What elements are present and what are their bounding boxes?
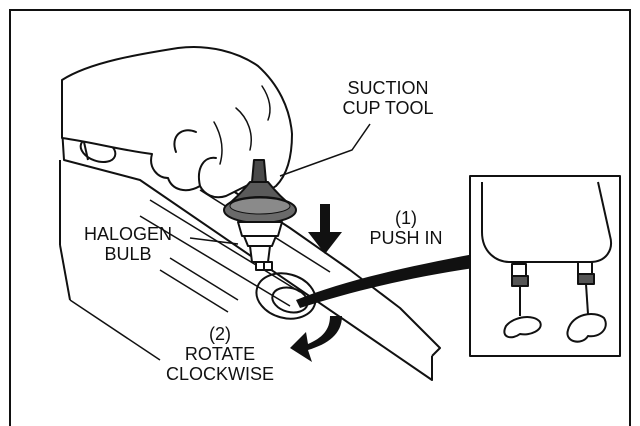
- clockwise-arrow-icon: [290, 316, 342, 362]
- suction-cup-tool-icon: [223, 159, 297, 224]
- halogen-bulb-label: HALOGEN BULB: [58, 224, 198, 264]
- suction-label-line2: CUP TOOL: [342, 98, 434, 118]
- hand-icon: [61, 45, 293, 199]
- halogen-label-line2: BULB: [104, 244, 152, 264]
- diagram-frame: [9, 9, 631, 426]
- halogen-label-line1: HALOGEN: [83, 224, 173, 244]
- down-arrow-icon: [308, 204, 342, 254]
- rotate-step-number: (2): [209, 324, 231, 344]
- rotate-step-text2: CLOCKWISE: [165, 364, 275, 384]
- suction-cup-tool-label: SUCTION CUP TOOL: [318, 78, 458, 118]
- rotate-clockwise-label: (2) ROTATE CLOCKWISE: [150, 324, 290, 384]
- rotate-step-text1: ROTATE: [184, 344, 256, 364]
- bulb-pins-detail: [469, 175, 621, 357]
- push-step-number: (1): [395, 208, 417, 228]
- detail-pointer: [296, 254, 474, 308]
- leader-lines: [189, 123, 371, 245]
- push-step-text: PUSH IN: [369, 228, 443, 248]
- halogen-bulb-icon: [237, 221, 283, 271]
- suction-label-line1: SUCTION: [347, 78, 429, 98]
- push-in-label: (1) PUSH IN: [346, 208, 466, 248]
